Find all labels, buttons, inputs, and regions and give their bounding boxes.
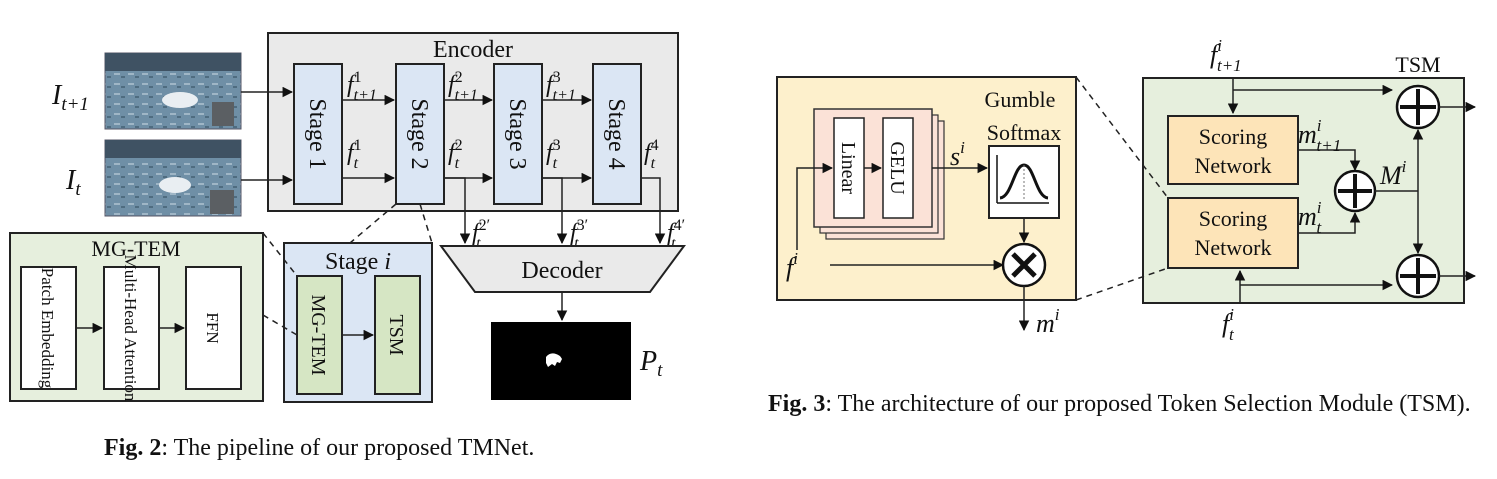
tsm-title: TSM — [1395, 52, 1440, 77]
scoring-bottom-line1: Scoring — [1199, 206, 1267, 231]
ffn-label: FFN — [203, 312, 222, 343]
gelu-box — [882, 117, 914, 219]
linear-label: Linear — [837, 142, 859, 195]
stage-3-box — [493, 63, 543, 205]
stage-2-box — [395, 63, 445, 205]
softmax-icon-axes — [996, 155, 1049, 204]
stage-i-mgtem-label: MG-TEM — [307, 294, 329, 375]
output-blob — [546, 353, 562, 367]
fig2-caption-text: : The pipeline of our proposed TMNet. — [161, 435, 535, 461]
multi-head-attention-label: Multi-Head Attention — [121, 255, 140, 402]
scoring-top-line1: Scoring — [1199, 124, 1267, 149]
dash-gumble-bottom — [1075, 267, 1169, 301]
feat-f3p: f3′t — [570, 217, 588, 252]
fig3-output-mi: mi — [1036, 305, 1060, 338]
fig3-si: si — [950, 138, 965, 171]
stage-3-label: Stage 3 — [504, 98, 530, 169]
decoder-label: Decoder — [521, 258, 602, 284]
dash-gumble-top — [1075, 76, 1169, 199]
fig2-pipeline: Encoder It+1 It Stage 1 Stage 2 Stage — [9, 32, 686, 403]
fig3-caption-text: : The architecture of our proposed Token… — [825, 391, 1471, 417]
input-label-next: It+1 — [51, 80, 89, 115]
fig3-caption: Fig. 3: The architecture of our proposed… — [768, 388, 1476, 420]
fig2-caption: Fig. 2: The pipeline of our proposed TMN… — [104, 432, 704, 464]
stage-1-box — [293, 63, 343, 205]
M-label: Mi — [1379, 157, 1407, 190]
scoring-top-line2: Network — [1195, 153, 1272, 178]
stage-4-box — [592, 63, 642, 205]
arrow-mcur-add — [1298, 211, 1361, 234]
fig3-tsm: Gumble Softmax Linear GELU fi si — [776, 36, 1477, 344]
input-frame-cur — [104, 139, 242, 217]
stage-1-label: Stage 1 — [304, 98, 330, 169]
fig3-input-fi: fi — [786, 249, 798, 282]
scoring-bottom-line2: Network — [1195, 235, 1272, 260]
softmax-label: Softmax — [987, 120, 1062, 145]
fig2-caption-label: Fig. 2 — [104, 435, 162, 461]
linear-box — [833, 117, 865, 219]
stage-4-label: Stage 4 — [603, 98, 629, 169]
output-label: Pt — [639, 346, 663, 381]
input-label-cur: It — [65, 165, 81, 200]
feat-f4p: f4′t — [667, 217, 685, 252]
encoder-title: Encoder — [433, 37, 513, 63]
arrow-mnext-add — [1298, 149, 1361, 172]
input-frame-next — [104, 52, 242, 130]
stage-2-label: Stage 2 — [406, 98, 432, 169]
arrow-f2-decoder — [444, 177, 471, 245]
fig3-caption-label: Fig. 3 — [768, 391, 826, 417]
gelu-label: GELU — [886, 141, 908, 195]
ffn-box — [185, 266, 242, 390]
feat-f2p: f2′t — [472, 217, 490, 252]
arrow-f4-decoder — [641, 177, 666, 245]
mgtem-title: MG-TEM — [91, 236, 180, 261]
gumble-label: Gumble — [985, 87, 1056, 112]
stage-i-tsm-label: TSM — [385, 314, 407, 355]
dash-stage2-right — [419, 203, 433, 244]
stage-i-title: Stage i — [325, 249, 391, 275]
patch-embedding-label: Patch Embedding — [38, 268, 57, 389]
multi-head-attention-box — [103, 266, 160, 390]
arrow-f3-decoder — [542, 177, 568, 245]
stage-i-tsm-box — [374, 275, 421, 395]
arrow-fi-linear — [796, 162, 834, 250]
scoring-network-top — [1167, 115, 1299, 185]
decoder-block — [439, 245, 686, 293]
dash-mgtem-top — [262, 232, 298, 277]
